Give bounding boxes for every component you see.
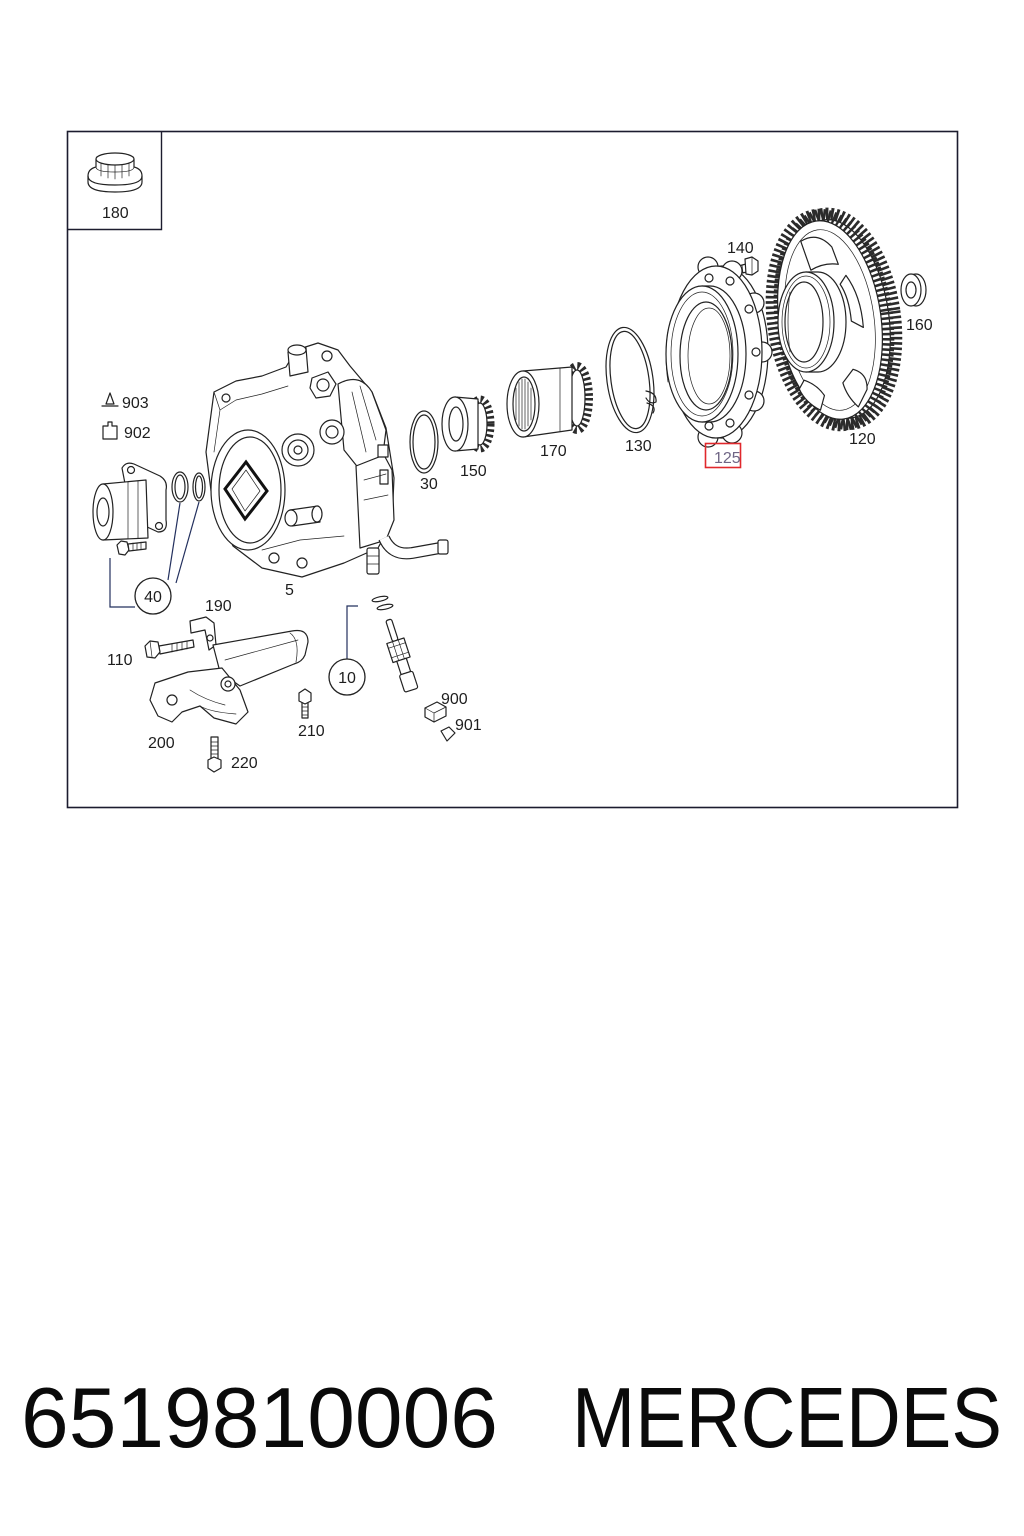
- gear-part-120: [765, 207, 903, 432]
- bolt-part-210: [298, 688, 312, 719]
- sleeve-part-170: [506, 362, 593, 438]
- callout-circle-10: [328, 658, 366, 696]
- callout-220: 220: [231, 755, 258, 772]
- o-ring-part-30: [409, 410, 439, 474]
- callout-30: 30: [420, 476, 438, 493]
- highlight-box: [704, 442, 742, 469]
- callout-10: 10: [338, 670, 356, 687]
- callout-5: 5: [285, 582, 294, 599]
- callout-circle-40: [134, 577, 172, 615]
- part-number: 6519810006: [21, 1371, 498, 1466]
- callout-900: 900: [441, 691, 468, 708]
- callout-903: 903: [122, 395, 149, 412]
- callout-160: 160: [906, 317, 933, 334]
- callout-901: 901: [455, 717, 482, 734]
- pump-part-5: [205, 342, 449, 578]
- callout-125: 125: [714, 450, 741, 467]
- callout-140: 140: [727, 240, 754, 257]
- callout-110: 110: [107, 652, 133, 669]
- callout-150: 150: [460, 463, 487, 480]
- snap-ring-part-130: [605, 326, 657, 434]
- leader-lines-40: [109, 501, 200, 608]
- callout-902: 902: [124, 425, 151, 442]
- plug-icon-903: [101, 392, 119, 407]
- callout-130: 130: [625, 438, 652, 455]
- cap-icon-902: [102, 421, 118, 440]
- brand-name: MERCEDES: [572, 1371, 1002, 1466]
- bolt-part-220: [207, 736, 222, 773]
- callout-40: 40: [144, 589, 162, 606]
- callout-210: 210: [298, 723, 325, 740]
- connector-part-900: [424, 701, 447, 723]
- flange-part-125: [665, 256, 773, 448]
- callout-190: 190: [205, 598, 232, 615]
- sensor-part-10: [385, 618, 419, 693]
- nut-part-160: [900, 273, 927, 307]
- bolt-part-110: [144, 639, 195, 659]
- callout-120: 120: [849, 431, 876, 448]
- leader-lines-10: [346, 595, 394, 659]
- seal-part-901: [440, 726, 456, 742]
- callout-180: 180: [102, 205, 129, 222]
- cap-part-180: [87, 152, 143, 193]
- callout-200: 200: [148, 735, 175, 752]
- callout-170: 170: [540, 443, 567, 460]
- clip-part-190: [189, 616, 217, 651]
- inset-box: [67, 131, 163, 231]
- diagram-frame: [66, 130, 959, 809]
- bearing-part-150: [441, 395, 495, 453]
- actuator-part-40: [92, 462, 206, 556]
- bracket-part-200: [149, 629, 309, 725]
